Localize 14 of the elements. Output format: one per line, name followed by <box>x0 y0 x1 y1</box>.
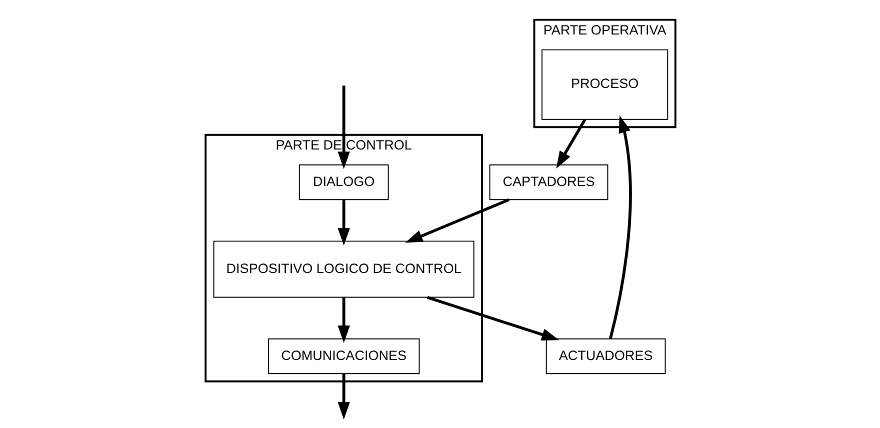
arrow <box>404 198 510 243</box>
arrow <box>337 374 350 420</box>
arrow <box>337 86 350 170</box>
arrow <box>426 296 559 341</box>
node-box: DIALOGO <box>298 164 388 200</box>
arrow <box>608 115 632 340</box>
node-box: PROCESO <box>541 49 668 120</box>
arrow <box>556 118 586 169</box>
arrow <box>337 298 350 343</box>
node-box: CAPTADORES <box>488 164 608 200</box>
node-box: ACTUADORES <box>545 338 666 374</box>
arrow <box>337 200 350 246</box>
node-box: COMUNICACIONES <box>267 338 420 374</box>
node-box: DISPOSITIVO LOGICO DE CONTROL <box>212 240 474 298</box>
